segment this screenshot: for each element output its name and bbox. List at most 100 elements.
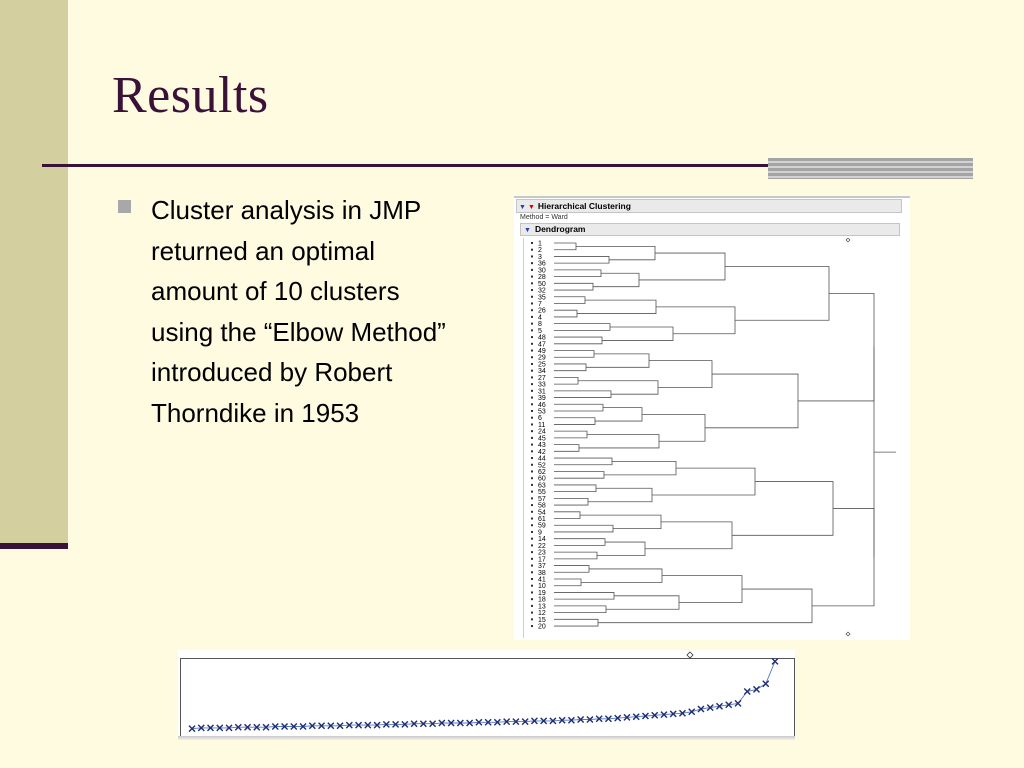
dendrogram-svg: 1233630285032357264854847492925342733313… (531, 238, 896, 637)
leaf-marker (531, 544, 533, 547)
elbow-point (244, 723, 252, 731)
elbow-point (234, 723, 242, 731)
leaf-label: 31 (538, 388, 546, 395)
leaf-marker (531, 430, 533, 433)
leaf-label: 28 (538, 274, 546, 281)
elbow-point (734, 699, 742, 707)
dendrogram-branch (554, 336, 603, 345)
elbow-point (604, 715, 612, 723)
leaf-marker (531, 571, 533, 574)
disclosure-triangle-icon[interactable]: ▼ (519, 204, 526, 211)
elbow-point (373, 721, 381, 729)
elbow-point (530, 717, 538, 725)
elbow-point (669, 710, 677, 718)
leaf-marker (531, 262, 533, 265)
hierarchical-clustering-header[interactable]: ▼▼Hierarchical Clustering (516, 199, 902, 213)
dendrogram-branch (554, 484, 597, 493)
dendrogram-branch (554, 430, 588, 439)
elbow-point (614, 714, 622, 722)
elbow-point (271, 723, 279, 730)
leaf-marker (531, 497, 533, 500)
dendrogram-branch (554, 242, 577, 251)
leaf-marker (531, 268, 533, 271)
cut-handle-bottom-icon (845, 631, 851, 637)
elbow-point (503, 718, 511, 726)
leaf-label: 15 (538, 617, 546, 624)
leaf-marker (531, 255, 533, 258)
dendrogram-branch (812, 508, 875, 607)
elbow-point (725, 701, 733, 709)
elbow-point (281, 723, 289, 730)
elbow-point (262, 723, 270, 731)
leaf-marker (531, 557, 533, 560)
elbow-point (290, 723, 298, 730)
elbow-point (743, 688, 751, 695)
leaf-label: 46 (538, 402, 546, 409)
leaf-label: 59 (538, 523, 546, 530)
leaf-marker (531, 524, 533, 527)
leaf-marker (531, 302, 533, 305)
leaf-label: 39 (538, 395, 546, 402)
leaf-marker (531, 510, 533, 513)
leaf-marker (531, 551, 533, 554)
leaf-marker (531, 342, 533, 345)
leaf-marker (531, 517, 533, 520)
elbow-point (188, 725, 196, 733)
leaf-marker (531, 369, 533, 372)
title-underline (42, 164, 772, 167)
leaf-marker (531, 403, 533, 406)
leaf-label: 5 (538, 328, 542, 335)
dendrogram-branch (554, 578, 582, 587)
leaf-label: 53 (538, 409, 546, 416)
leaf-label: 38 (538, 570, 546, 577)
leaf-marker (531, 336, 533, 339)
dendrogram-branch (577, 299, 657, 314)
elbow-point (762, 680, 770, 688)
dendrogram-branch (604, 461, 677, 476)
left-decorative-band (0, 0, 68, 548)
leaf-label: 58 (538, 503, 546, 510)
dendrogram-branch (798, 293, 875, 402)
dendrogram-branch (639, 252, 726, 281)
elbow-point (382, 720, 390, 728)
disclosure-triangle-icon[interactable]: ▼ (524, 227, 531, 234)
leaf-marker (531, 564, 533, 567)
elbow-point (466, 719, 474, 727)
elbow-point (364, 721, 372, 729)
elbow-point (355, 721, 363, 729)
leaf-label: 60 (538, 476, 546, 483)
elbow-point (327, 722, 335, 730)
elbow-point (308, 722, 316, 730)
elbow-point (345, 721, 353, 729)
dendrogram-branch (598, 588, 813, 624)
bullet-item: Cluster analysis in JMP returned an opti… (118, 190, 463, 433)
leaf-marker (531, 322, 533, 325)
leaf-label: 12 (538, 610, 546, 617)
leaf-label: 32 (538, 288, 546, 295)
leaf-label: 42 (538, 449, 546, 456)
dendrogram-branch (554, 282, 594, 291)
elbow-point (586, 716, 594, 723)
leaf-label: 4 (538, 314, 542, 321)
dendrogram-branch (581, 568, 663, 583)
leaf-label: 62 (538, 469, 546, 476)
panel-top-border (514, 196, 910, 198)
elbow-point (392, 720, 400, 728)
dendrogram-branch (554, 471, 605, 479)
dendrogram-section-header[interactable]: ▼Dendrogram (520, 223, 900, 236)
dendrogram-branch (554, 538, 606, 546)
leaf-marker (531, 530, 533, 533)
leaf-marker (531, 396, 533, 399)
elbow-point (577, 716, 585, 723)
dendrogram-branch (732, 481, 834, 536)
leaf-label: 23 (538, 550, 546, 557)
elbow-point (660, 711, 668, 719)
red-triangle-menu-icon[interactable]: ▼ (527, 204, 535, 211)
dendrogram-branch (656, 306, 736, 335)
elbow-point (438, 719, 446, 727)
elbow-point (752, 685, 760, 693)
leaf-label: 26 (538, 308, 546, 315)
elbow-point (697, 705, 705, 713)
leaf-marker (531, 423, 533, 426)
